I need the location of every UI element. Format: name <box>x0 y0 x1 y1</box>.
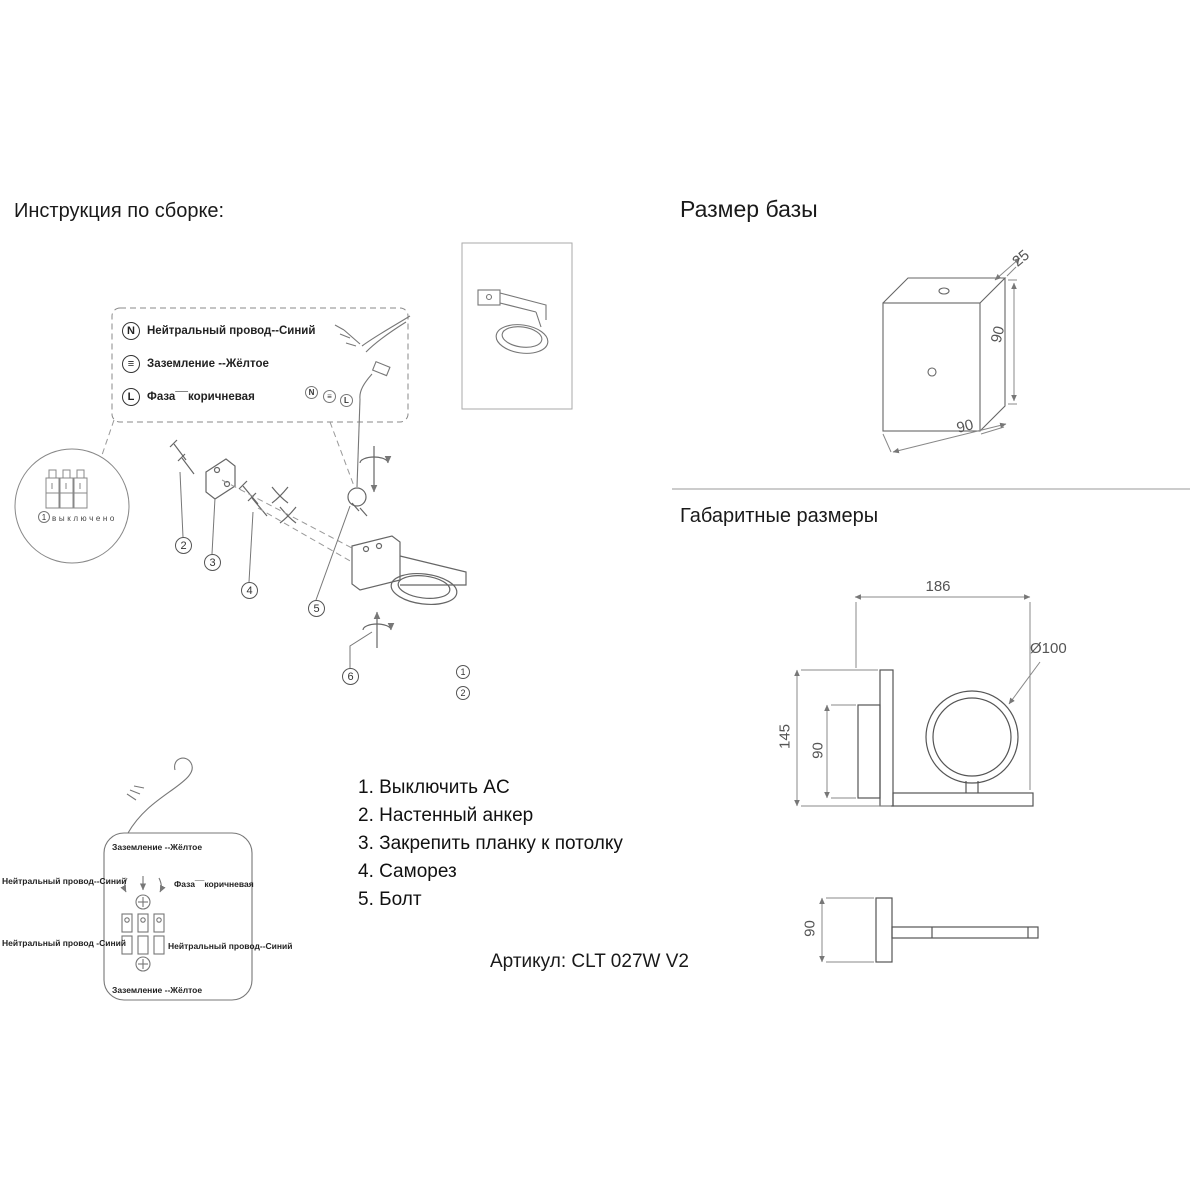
legend-row-ground: ≡ Заземление --Жёлтое <box>122 355 269 373</box>
step-1: 1. Выключить AC <box>358 777 510 798</box>
base-size-title: Размер базы <box>680 196 818 222</box>
step-3: 3. Закрепить планку к потолку <box>358 833 623 854</box>
callout-5: 5 <box>308 600 325 617</box>
overall-size-title: Габаритные размеры <box>680 505 879 527</box>
step-marker-2: 2 <box>456 686 470 700</box>
step-2: 2. Настенный анкер <box>358 805 534 826</box>
plate-height-dimension: 90 <box>809 742 827 759</box>
legend-box <box>111 307 409 423</box>
callout-leaders <box>179 471 373 668</box>
wiring-label-neutral-left-2: Нейтральный провод -Синий <box>2 938 127 948</box>
neutral-symbol-small-icon: N <box>305 386 318 399</box>
article-number: Артикул: CLT 027W V2 <box>490 951 689 972</box>
bottom-view-depth-dimension: 90 <box>801 920 819 937</box>
phase-symbol-icon: L <box>122 388 140 406</box>
step-marker-1: 1 <box>456 665 470 679</box>
wiring-label-phase-right: Фаза¯¯коричневая <box>174 879 254 889</box>
diameter-dimension: Ø100 <box>1030 640 1067 657</box>
bottom-view-dimension-lines <box>819 897 874 963</box>
legend-phase-label: Фаза¯¯коричневая <box>147 391 255 403</box>
assembly-title: Инструкция по сборке: <box>14 200 225 222</box>
wiring-label-neutral-left: Нейтральный провод--Синий <box>2 876 127 886</box>
callout-2: 2 <box>175 537 192 554</box>
guide-lines <box>101 419 355 563</box>
step-5: 5. Болт <box>358 889 422 910</box>
neutral-symbol-icon: N <box>122 322 140 340</box>
wiring-terminal-drawing <box>103 757 253 1001</box>
bottom-view-drawing <box>875 897 1039 963</box>
side-view-dimension-lines <box>794 594 1041 807</box>
ground-symbol-small-icon: ≡ <box>323 390 336 403</box>
breaker-step-number: 1 <box>38 511 50 523</box>
overall-height-dimension: 145 <box>776 723 794 750</box>
assembly-steps-list: 1. Выключить AC 2. Настенный анкер 3. За… <box>358 774 623 914</box>
legend-wires-drawing <box>334 315 411 488</box>
ground-symbol-icon: ≡ <box>122 355 140 373</box>
wiring-label-ground-top: Заземление --Жёлтое <box>112 842 203 852</box>
side-view-drawing <box>857 669 1034 807</box>
phase-symbol-small-icon: L <box>340 394 353 407</box>
wiring-label-ground-bottom: Заземление --Жёлтое <box>112 985 203 995</box>
legend-neutral-label: Нейтральный провод--Синий <box>147 325 316 337</box>
exploded-assembly-drawing <box>169 439 467 648</box>
callout-4: 4 <box>241 582 258 599</box>
preview-box <box>461 242 573 410</box>
base-dimension-lines <box>882 257 1021 454</box>
preview-lamp-drawing <box>477 289 549 354</box>
wiring-label-neutral-right: Нейтральный провод--Синий <box>168 941 293 951</box>
base-3d-drawing <box>882 277 1007 432</box>
breaker-label: выключено <box>52 514 117 523</box>
callout-3: 3 <box>204 554 221 571</box>
legend-row-phase: L Фаза¯¯коричневая <box>122 388 255 406</box>
overall-width-dimension: 186 <box>925 578 951 595</box>
legend-row-neutral: N Нейтральный провод--Синий <box>122 322 315 340</box>
callout-6: 6 <box>342 668 359 685</box>
breaker-drawing <box>14 448 130 564</box>
step-4: 4. Саморез <box>358 861 457 882</box>
legend-ground-label: Заземление --Жёлтое <box>147 358 269 370</box>
